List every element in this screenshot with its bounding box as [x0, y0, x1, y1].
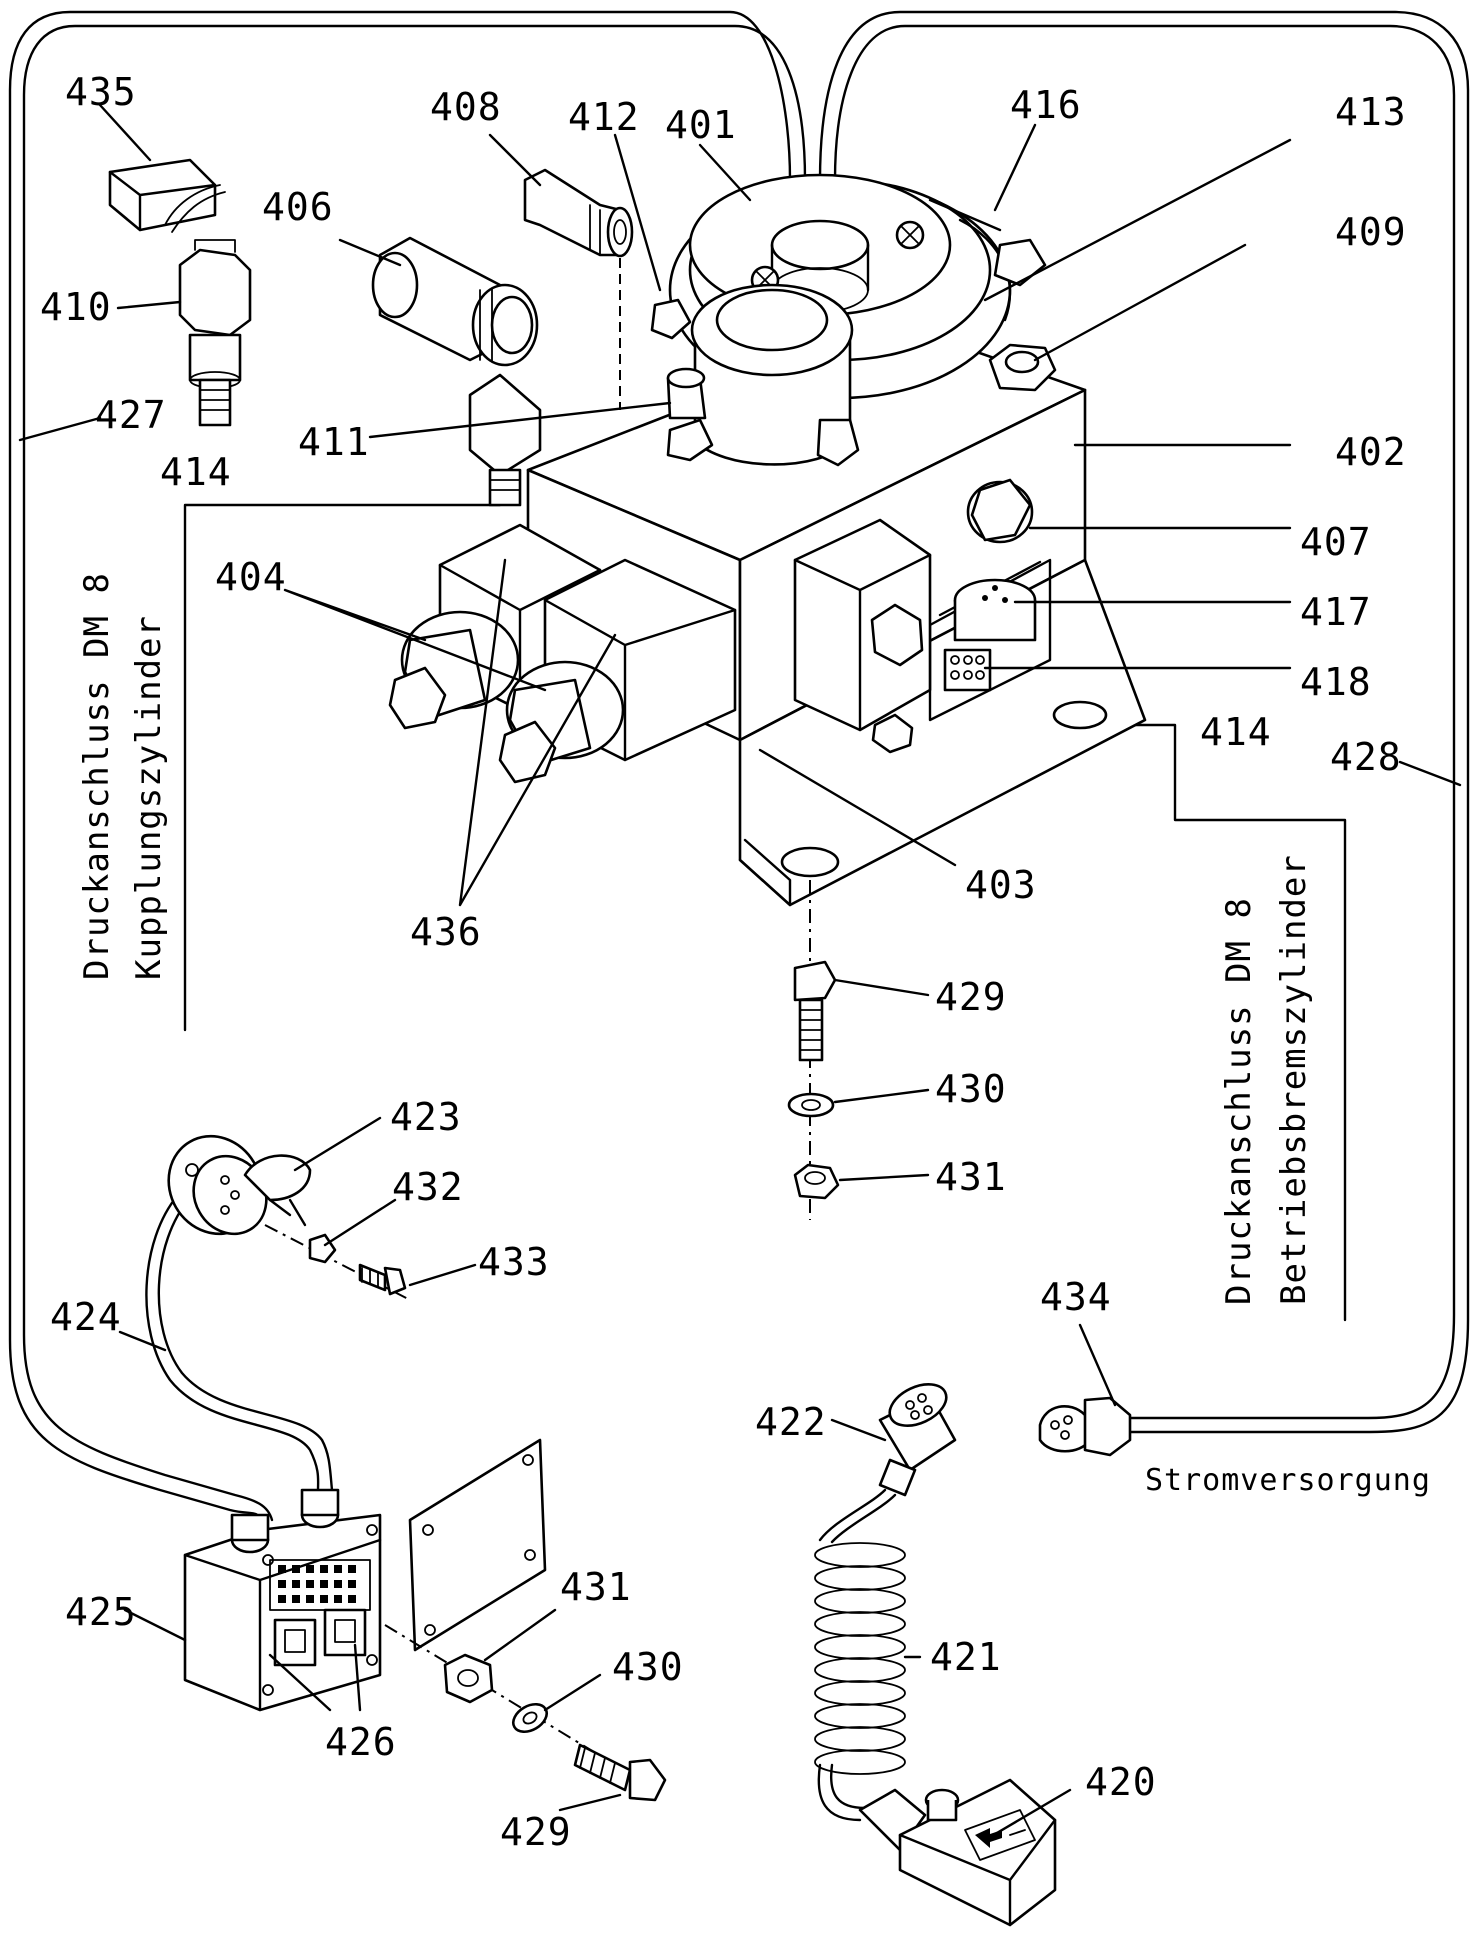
note-right-line1: Druckanschluss DM 8 [1219, 897, 1259, 1305]
part-labels: 435 408 412 401 416 413 406 409 410 427 … [40, 70, 1407, 1854]
note-left-line2: Kupplungszylinder [129, 615, 169, 980]
label-420: 420 [1085, 1760, 1157, 1804]
label-406: 406 [262, 185, 334, 229]
label-429-lower: 429 [500, 1810, 572, 1854]
note-left-line1: Druckanschluss DM 8 [77, 572, 117, 980]
label-434: 434 [1040, 1275, 1112, 1319]
plug-422 [878, 1383, 957, 1497]
label-404: 404 [215, 555, 287, 599]
label-433: 433 [478, 1240, 550, 1284]
socket-423 [167, 1134, 312, 1236]
label-414-left: 414 [160, 450, 232, 494]
note-service-brake-cylinder: Druckanschluss DM 8 Betriebsbremszylinde… [1219, 854, 1314, 1305]
pressure-switch-410 [108, 158, 252, 427]
label-428: 428 [1330, 735, 1402, 779]
cover-401 [668, 173, 1047, 400]
spiral-cable-421 [814, 1488, 906, 1822]
bolt-stack-center [787, 880, 840, 1220]
hose-428 [818, 10, 1470, 1434]
small-box-407 [793, 518, 932, 754]
cylinder-head [690, 283, 854, 466]
label-431-lower: 431 [560, 1565, 632, 1609]
note-power-supply: Stromversorgung [1145, 1463, 1431, 1498]
hose-427 [8, 10, 807, 1522]
cable-424 [145, 1193, 334, 1492]
label-432: 432 [392, 1165, 464, 1209]
label-425: 425 [65, 1590, 137, 1634]
label-408: 408 [430, 85, 502, 129]
label-422: 422 [755, 1400, 827, 1444]
nut-409 [988, 343, 1057, 392]
label-414-right: 414 [1200, 710, 1272, 754]
junction-box-425 [183, 1488, 382, 1712]
leader-lines [18, 103, 1462, 1842]
plug-407 [966, 478, 1034, 544]
handset-420 [858, 1778, 1057, 1927]
label-435: 435 [65, 70, 137, 114]
label-413: 413 [1335, 90, 1407, 134]
nut-431-lower [443, 1653, 494, 1704]
fitting-408 [523, 168, 634, 258]
label-423: 423 [390, 1095, 462, 1139]
label-427: 427 [95, 393, 167, 437]
pipe-line-414-left [183, 503, 502, 1032]
note-coupling-cylinder: Druckanschluss DM 8 Kupplungszylinder [77, 572, 169, 980]
screw-433 [358, 1263, 407, 1296]
label-431-upper: 431 [935, 1155, 1007, 1199]
label-418: 418 [1300, 660, 1372, 704]
washer-430-lower [511, 1702, 549, 1734]
label-411: 411 [298, 420, 370, 464]
fitting-411 [666, 367, 860, 467]
fitting-412 [650, 298, 692, 340]
terminal-grid [278, 1565, 356, 1603]
label-401: 401 [665, 103, 737, 147]
label-407: 407 [1300, 520, 1372, 564]
label-412: 412 [568, 95, 640, 139]
label-430-lower: 430 [612, 1645, 684, 1689]
label-410: 410 [40, 285, 112, 329]
bolt-429-lower [573, 1743, 667, 1802]
label-402: 402 [1335, 430, 1407, 474]
label-403: 403 [965, 863, 1037, 907]
label-421: 421 [930, 1635, 1002, 1679]
connector-406 [371, 236, 539, 367]
elbow-fitting [468, 373, 542, 507]
cover-plate [408, 1438, 547, 1652]
note-right-line2: Betriebsbremszylinder [1274, 854, 1314, 1305]
axis-425 [384, 1624, 641, 1781]
label-429-upper: 429 [935, 975, 1007, 1019]
label-409: 409 [1335, 210, 1407, 254]
label-424: 424 [50, 1295, 122, 1339]
label-416: 416 [1010, 83, 1082, 127]
label-426: 426 [325, 1720, 397, 1764]
plug-434 [1038, 1396, 1132, 1457]
nut-432 [308, 1233, 337, 1264]
label-417: 417 [1300, 590, 1372, 634]
label-430-upper: 430 [935, 1067, 1007, 1111]
label-436: 436 [410, 910, 482, 954]
